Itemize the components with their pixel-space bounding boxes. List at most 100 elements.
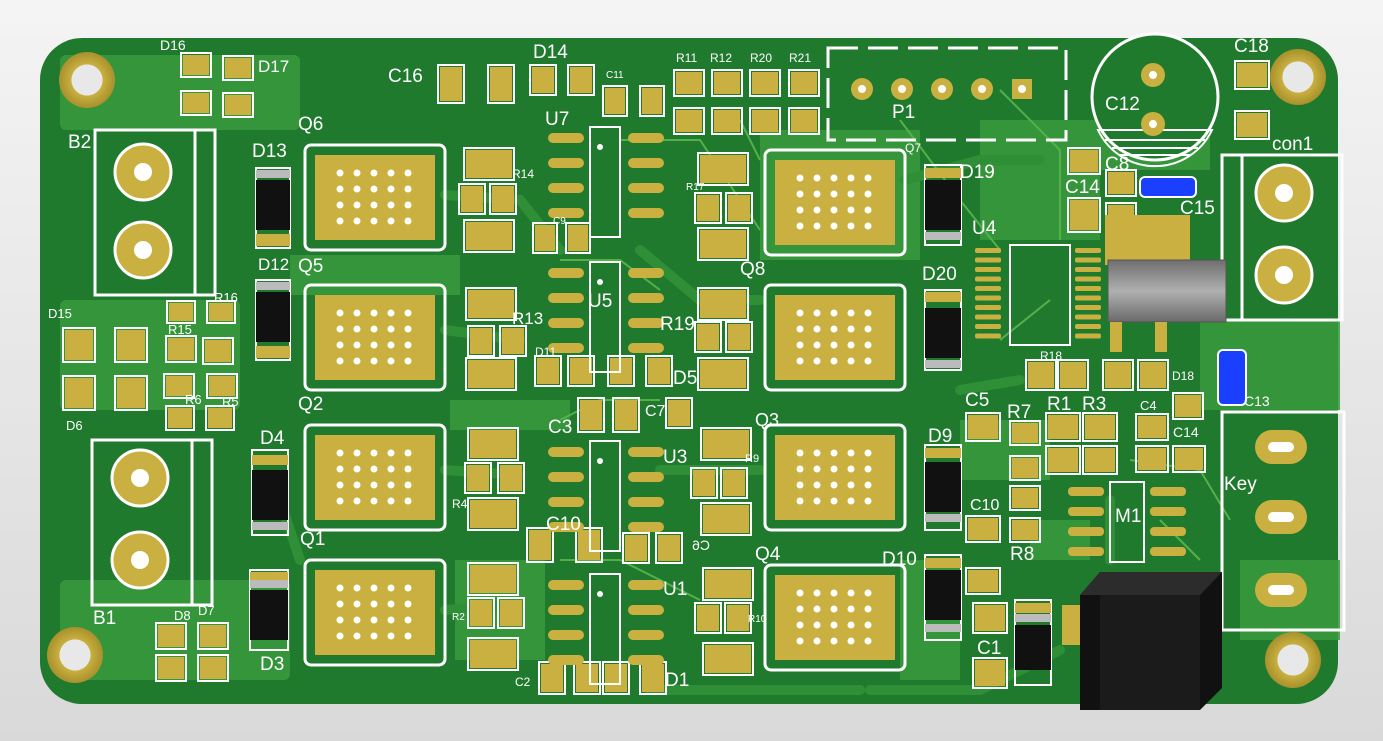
pad-outline — [697, 227, 749, 261]
thermal-via — [796, 637, 804, 645]
label-d7: D7 — [198, 603, 215, 618]
smd-pad — [535, 225, 555, 251]
smd-pad — [705, 645, 751, 673]
smd-pad — [470, 430, 516, 458]
pad-outline — [1067, 197, 1101, 233]
thermal-via — [387, 357, 395, 365]
label-c12: C12 — [1105, 94, 1140, 115]
thermal-via — [404, 325, 412, 333]
thermal-via — [404, 169, 412, 177]
pad-outline — [197, 654, 229, 682]
smd-pad — [791, 110, 817, 132]
thermal-via — [813, 497, 821, 505]
pad-outline — [206, 300, 236, 324]
thermal-via — [336, 616, 344, 624]
thermal-via — [796, 465, 804, 473]
ic-pin — [975, 324, 1001, 329]
smd-pad — [541, 664, 563, 692]
pad-outline — [489, 183, 517, 215]
label-r20: R20 — [750, 51, 772, 65]
smd-pad — [570, 67, 592, 93]
thermal-via — [830, 174, 838, 182]
ic-pin — [628, 268, 664, 278]
ic-pin — [975, 248, 1001, 253]
smd-pad — [576, 664, 598, 692]
label-q2: Q2 — [298, 394, 323, 415]
smd-pad — [714, 72, 740, 94]
ic-pin — [548, 497, 584, 507]
pad-outline — [602, 85, 628, 117]
smd-pad — [658, 535, 680, 561]
thermal-via — [336, 357, 344, 365]
thermal-via — [336, 217, 344, 225]
thermal-via — [847, 637, 855, 645]
pad-outline — [202, 337, 234, 365]
thermal-via — [830, 449, 838, 457]
smd-pad — [580, 400, 602, 430]
ic-pin — [628, 208, 664, 218]
terminal-block-b2 — [93, 128, 217, 297]
label-r9: R9 — [745, 453, 759, 465]
thermal-via — [370, 481, 378, 489]
label-r21: R21 — [789, 51, 811, 65]
ic-pin — [1068, 487, 1104, 496]
label-d11: D11 — [535, 345, 556, 359]
label-d20: D20 — [922, 264, 957, 285]
mosfet-q4 — [763, 563, 907, 672]
thermal-via — [847, 497, 855, 505]
thermal-via — [847, 206, 855, 214]
thermal-via — [830, 465, 838, 473]
smd-pad — [467, 465, 489, 491]
thermal-via — [336, 169, 344, 177]
thermal-via — [830, 605, 838, 613]
label-c15: C15 — [1180, 198, 1215, 219]
thermal-via — [336, 201, 344, 209]
pad-outline — [700, 427, 752, 461]
diode-c1-side — [1014, 599, 1052, 686]
ic-pin — [628, 655, 664, 665]
pad-outline — [1009, 485, 1041, 511]
thermal-via — [830, 222, 838, 230]
label-r8: R8 — [1010, 544, 1034, 565]
pad-outline — [1234, 60, 1270, 90]
label-d18: D18 — [1172, 369, 1194, 383]
ic-outline — [589, 126, 621, 238]
label-r2: R2 — [452, 612, 465, 623]
thermal-via — [370, 600, 378, 608]
thermal-via — [864, 325, 872, 333]
thermal-via — [370, 497, 378, 505]
pad-outline — [180, 52, 212, 78]
pad-outline — [1135, 445, 1169, 473]
pad-outline — [612, 397, 640, 433]
smd-pad — [700, 360, 746, 388]
pad-outline — [467, 497, 519, 531]
label-q1: Q1 — [300, 529, 325, 550]
ic-pin — [548, 293, 584, 303]
ic-pin — [628, 580, 664, 590]
pad-outline — [965, 567, 1001, 595]
pad-outline — [62, 327, 96, 363]
label-p1: P1 — [892, 102, 915, 123]
smd-pad — [502, 328, 524, 354]
label-u4: U4 — [972, 218, 997, 239]
pad-outline — [467, 562, 519, 596]
smd-pad — [117, 378, 145, 408]
pad-outline — [222, 92, 254, 118]
pad-outline — [497, 597, 525, 629]
label-d3: D3 — [260, 654, 284, 675]
thermal-via — [864, 621, 872, 629]
thermal-via — [353, 632, 361, 640]
smd-pad — [723, 470, 745, 496]
mounting-holes — [47, 49, 1326, 688]
thermal-via — [830, 190, 838, 198]
header-pin-hole — [978, 85, 986, 93]
thermal-via — [336, 449, 344, 457]
label-u5: U5 — [588, 291, 612, 312]
thermal-via — [830, 341, 838, 349]
thermal-via — [864, 174, 872, 182]
smd-pad — [1028, 362, 1054, 388]
ic-pin — [975, 267, 1001, 272]
ic-outline — [589, 440, 621, 552]
label-r19: R19 — [660, 314, 695, 335]
thermal-via — [813, 341, 821, 349]
